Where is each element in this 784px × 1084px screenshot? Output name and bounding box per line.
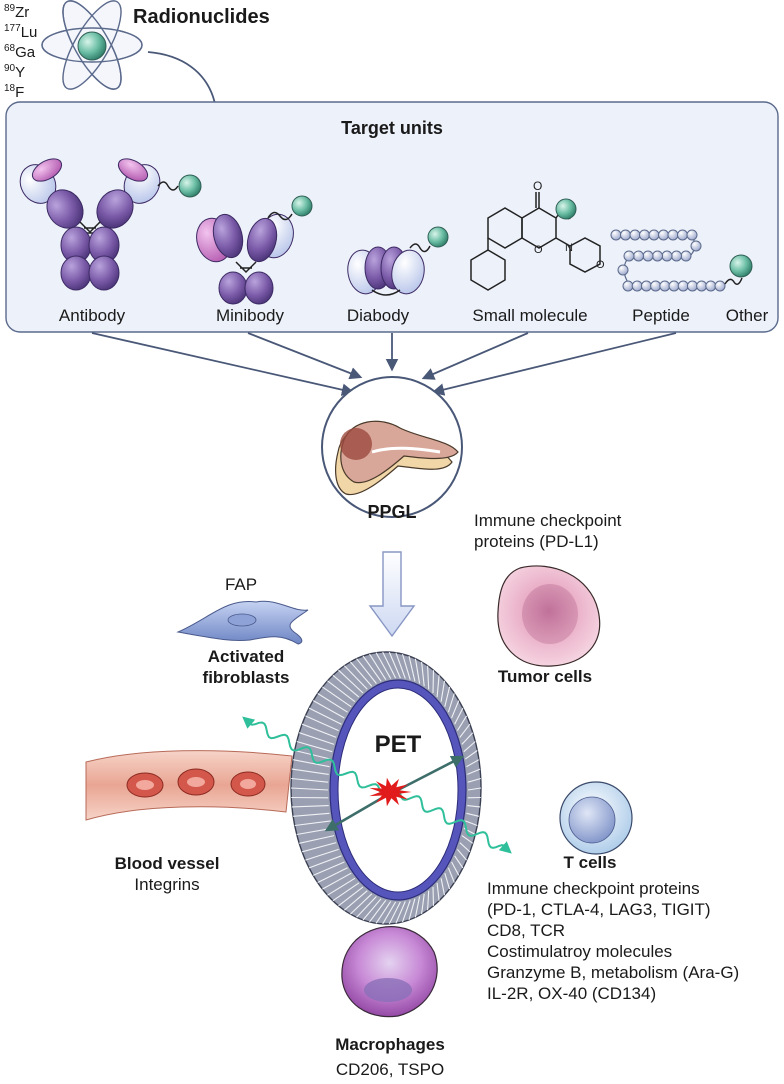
fibroblasts-label-line1: Activated	[207, 647, 285, 666]
peptide-bead	[650, 280, 662, 292]
t-cell-marker: Immune checkpoint proteins	[487, 879, 700, 898]
peptide-bead	[714, 280, 726, 292]
t-cell-marker: Granzyme B, metabolism (Ara-G)	[487, 963, 740, 982]
t-cells-label: T cells	[563, 853, 617, 872]
peptide-bead	[668, 280, 680, 292]
integrins-label: Integrins	[134, 875, 200, 894]
peptide-bead	[667, 229, 679, 241]
peptide-bead	[705, 280, 717, 292]
fibroblast-icon	[176, 600, 309, 645]
t-cell-marker: (PD-1, CTLA-4, LAG3, TIGIT)	[487, 900, 711, 919]
macrophages-label: Macrophages	[335, 1035, 445, 1054]
peptide-bead	[677, 229, 688, 241]
blood-vessel-label: Blood vessel	[114, 854, 220, 873]
pet-label: PET	[374, 731, 422, 758]
ppgl-label: PPGL	[367, 502, 417, 522]
target-label-peptide: Peptide	[632, 306, 690, 325]
svg-text:O: O	[533, 179, 542, 193]
peptide-bead	[622, 280, 634, 292]
t-cell-marker: Costimulatroy molecules	[487, 942, 673, 961]
peptide-bead	[640, 280, 652, 292]
svg-text:N: N	[565, 242, 573, 254]
radionuclides-title: Radionuclides	[133, 6, 270, 28]
peptide-bead	[686, 229, 698, 241]
t-cell-icon	[559, 781, 633, 855]
peptide-bead	[631, 280, 643, 292]
gamma-ray-right	[397, 755, 465, 792]
target-label-minibody: Minibody	[215, 306, 285, 325]
annihilation-burst-icon	[369, 777, 412, 807]
target-label-diabody: Diabody	[346, 306, 410, 325]
gamma-ray-left	[324, 796, 383, 832]
macrophage-icon	[341, 926, 438, 1018]
radiolabel-antibody-icon	[178, 174, 202, 198]
peptide-bead	[648, 229, 660, 241]
peptide-bead	[661, 250, 673, 262]
blood-vessel-icon	[85, 750, 293, 821]
t-cell-marker: IL-2R, OX-40 (CD134)	[487, 984, 657, 1003]
tumor-cell-icon	[497, 565, 601, 667]
peptide-bead	[658, 229, 669, 241]
peptide-bead	[633, 250, 644, 262]
down-arrow	[368, 551, 416, 638]
peptide-bead	[610, 229, 622, 241]
peptide-icon	[610, 229, 726, 292]
radiolabel-small-molecule-icon	[555, 198, 577, 220]
converging-arrows	[91, 332, 677, 396]
target-label-antibody: Antibody	[58, 306, 126, 325]
peptide-bead	[617, 264, 629, 276]
target-units-panel	[5, 101, 779, 333]
fap-label: FAP	[224, 575, 258, 594]
radiolabel-peptide-icon	[729, 254, 753, 278]
isotope-label: 18F	[4, 83, 25, 102]
isotope-label: 177Lu	[4, 23, 38, 42]
peptide-bead	[652, 250, 663, 262]
target-label-small-molecule: Small molecule	[472, 306, 588, 325]
small-molecule-icon	[470, 192, 601, 291]
peptide-bead	[629, 229, 641, 241]
peptide-bead	[690, 240, 702, 252]
isotope-label: 68Ga	[4, 43, 36, 62]
peptide-bead	[677, 280, 689, 292]
tumor-marker-line1: Immune checkpoint	[474, 511, 622, 530]
radiolabel-diabody-icon	[427, 226, 449, 248]
peptide-bead	[623, 250, 635, 262]
radiolabel-minibody-icon	[291, 195, 313, 217]
peptide-bead	[671, 250, 682, 262]
atom-icon	[41, 0, 143, 90]
macrophage-marker-label: CD206, TSPO	[335, 1060, 445, 1079]
fibroblasts-label-line2: fibroblasts	[202, 668, 290, 687]
peptide-bead	[642, 250, 654, 262]
isotope-label: 90Y	[4, 63, 26, 82]
t-cell-marker: CD8, TCR	[487, 921, 566, 940]
peptide-bead	[680, 250, 692, 262]
svg-text:O: O	[534, 244, 543, 256]
diabody-icon	[347, 246, 425, 296]
adrenal-gland-icon	[335, 420, 459, 496]
tumor-marker-line2: proteins (PD-L1)	[474, 532, 599, 551]
peptide-bead	[620, 229, 631, 241]
antibody-icon	[19, 158, 161, 291]
peptide-bead	[696, 280, 708, 292]
photon-right	[399, 791, 512, 854]
peptide-bead	[659, 280, 671, 292]
svg-text:O: O	[596, 259, 605, 271]
isotope-label: 89Zr	[4, 3, 30, 22]
peptide-bead	[639, 229, 650, 241]
tumor-cells-label: Tumor cells	[497, 667, 593, 686]
target-units-title: Target units	[341, 118, 443, 138]
peptide-bead	[686, 280, 698, 292]
target-label-other: Other	[725, 306, 769, 325]
photon-left	[242, 716, 381, 793]
minibody-icon	[196, 213, 294, 305]
